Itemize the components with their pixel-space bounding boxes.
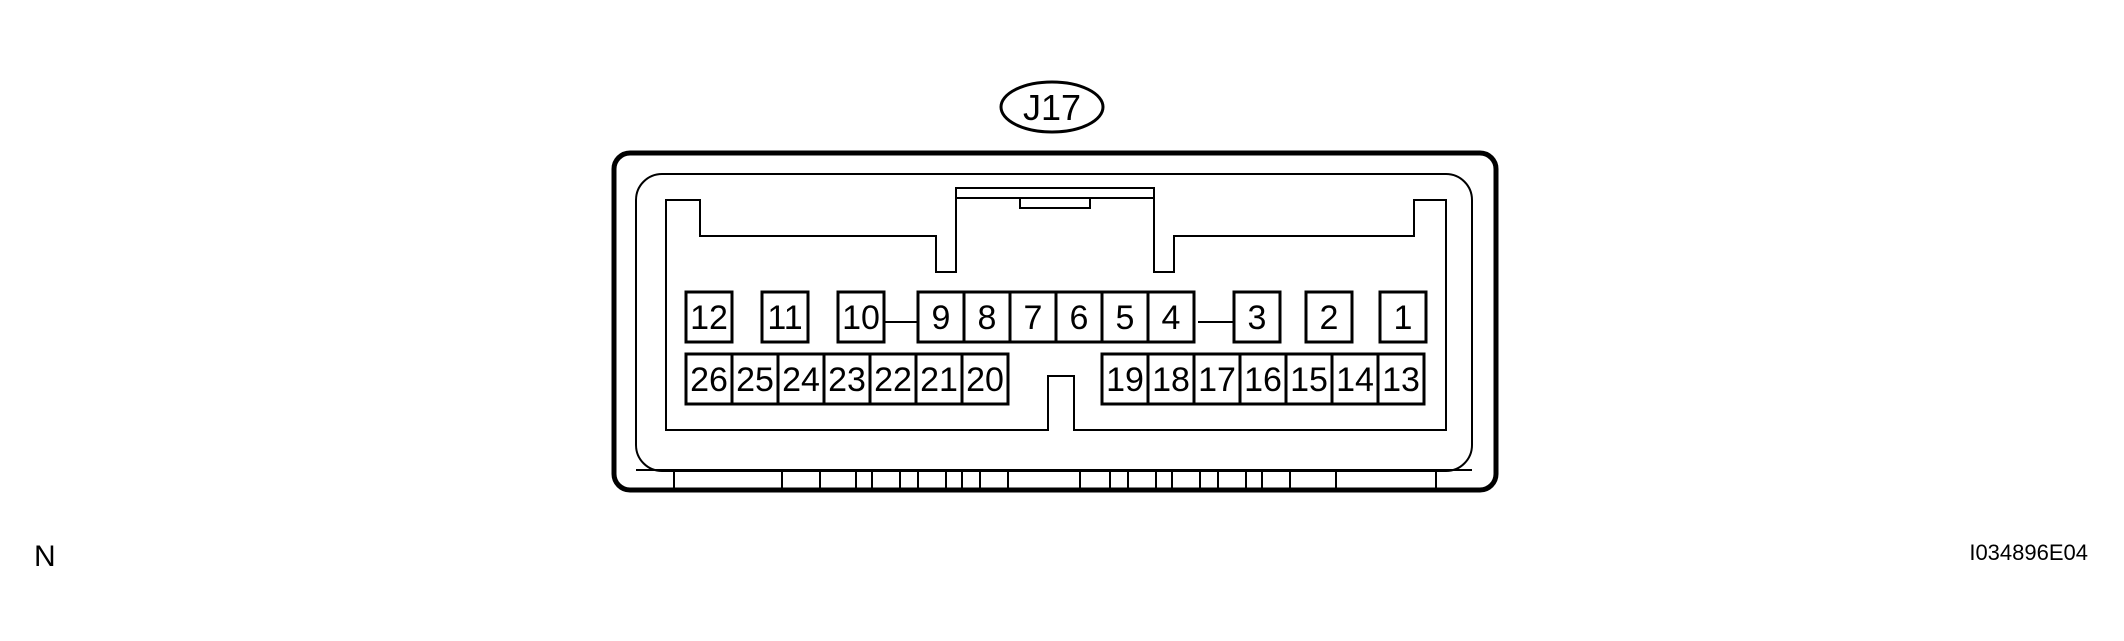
pin-8-box (962, 290, 1012, 344)
pin-19-label: 19 (1106, 361, 1144, 399)
pin-7-box (1008, 290, 1058, 344)
pin-8-label: 8 (978, 299, 997, 337)
pin-6-label: 6 (1070, 299, 1089, 337)
pin-12-box (684, 290, 734, 344)
pin-9-label: 9 (932, 299, 951, 337)
pin-9-box (916, 290, 966, 344)
housing-cavity-outline (665, 187, 1447, 431)
pin-10-box (836, 290, 886, 344)
housing-bottom-teeth (673, 470, 1437, 490)
pin-1-label: 1 (1394, 299, 1413, 337)
pin-25-label: 25 (736, 361, 774, 399)
pin-26-box (684, 352, 734, 406)
pin-20-box (960, 352, 1010, 406)
pin-1-box (1378, 290, 1428, 344)
pin-21-label: 21 (920, 361, 958, 399)
housing-latch (955, 187, 1155, 199)
pin-15-box (1284, 352, 1334, 406)
pin-13-label: 13 (1382, 361, 1420, 399)
pin-12-label: 12 (690, 299, 728, 337)
housing-outer-frame (611, 150, 1499, 493)
connector-housing (611, 150, 1499, 493)
connector-code-label: J17 (1023, 87, 1081, 128)
pin-2-box (1304, 290, 1354, 344)
pin-20-label: 20 (966, 361, 1004, 399)
pin-11-label: 11 (767, 299, 802, 337)
pin-23-label: 23 (828, 361, 866, 399)
pin-7-label: 7 (1024, 299, 1043, 337)
pin-4-box (1146, 290, 1196, 344)
pin-14-label: 14 (1336, 361, 1374, 399)
pin-3-box (1232, 290, 1282, 344)
connector-code-ellipse (999, 80, 1105, 134)
corner-label-right: I034896E04 (1969, 540, 2088, 565)
pin-26-label: 26 (690, 361, 728, 399)
pin-3-label: 3 (1248, 299, 1267, 337)
housing-latch-tab (1019, 197, 1091, 209)
pin-11-box (760, 290, 810, 344)
pin-15-label: 15 (1290, 361, 1328, 399)
pin-18-box (1146, 352, 1196, 406)
pin-22-label: 22 (874, 361, 912, 399)
pin-13-box (1376, 352, 1426, 406)
pin-10-label: 10 (842, 299, 880, 337)
pin-16-label: 16 (1244, 361, 1282, 399)
pin-4-label: 4 (1162, 299, 1181, 337)
pin-5-box (1100, 290, 1150, 344)
pin-5-label: 5 (1116, 299, 1135, 337)
pin-17-label: 17 (1198, 361, 1236, 399)
pin-24-label: 24 (782, 361, 820, 399)
pin-2-label: 2 (1320, 299, 1339, 337)
corner-label-left: N (34, 540, 56, 573)
pin-18-label: 18 (1152, 361, 1190, 399)
